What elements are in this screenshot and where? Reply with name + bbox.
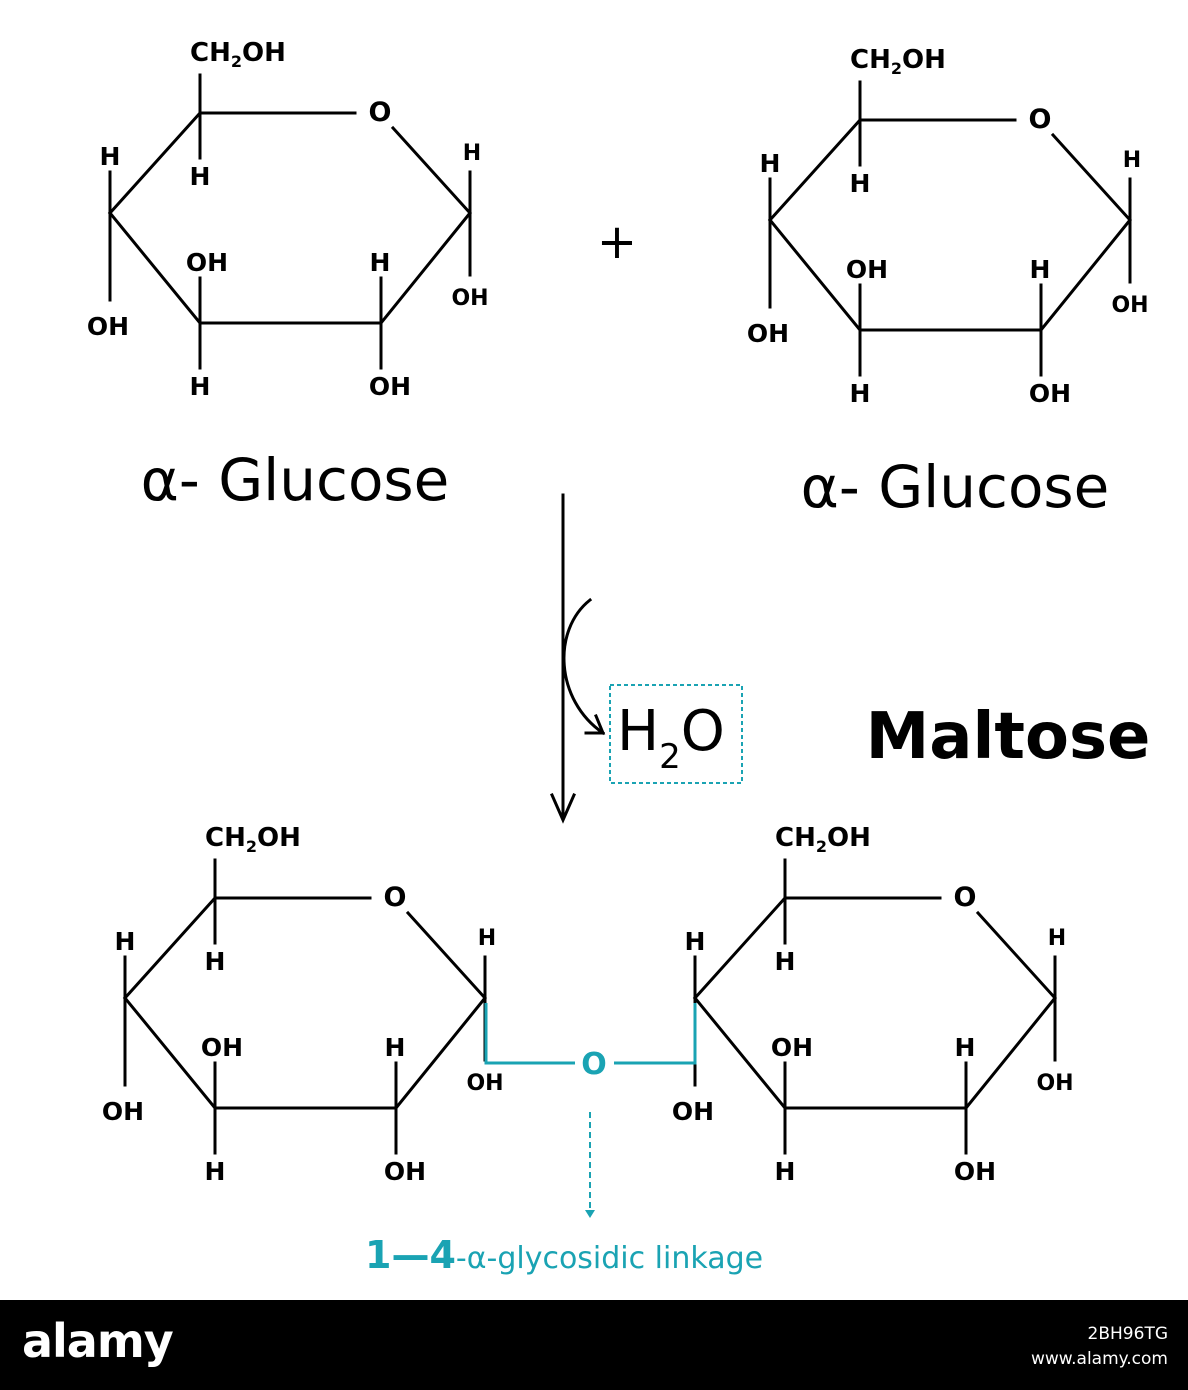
image-url: www.alamy.com (1030, 1349, 1168, 1369)
plus-sign: + (597, 214, 637, 270)
glucose-left-label: α- Glucose (141, 446, 450, 514)
image-id-block: 2BH96TG www.alamy.com (1031, 1322, 1168, 1372)
maltose-structure: O (100, 821, 1076, 1218)
glycosidic-bond-left (484, 1003, 575, 1065)
maltose-left-ring (100, 821, 506, 1188)
maltose-right-ring (670, 821, 1076, 1188)
glucose-right-label: α- Glucose (801, 453, 1110, 521)
glycosidic-bond-right (614, 1003, 697, 1065)
glucose-structure-left (85, 36, 491, 403)
maltose-label: Maltose (866, 700, 1151, 774)
linkage-label: 1—4-α-glycosidic linkage (365, 1233, 763, 1277)
water-formula: H2O (617, 699, 725, 777)
alamy-logo: alamy (22, 1314, 174, 1368)
water-release-arrow (562, 597, 606, 736)
water-molecule-box: H2O (609, 684, 743, 784)
glycosidic-oxygen: O (581, 1047, 607, 1082)
maltose-formation-diagram: CH2OH O H H H OH H OH OH H OH + α- Gluco… (85, 36, 1151, 1277)
glucose-structure-right (745, 43, 1151, 410)
image-id: 2BH96TG (1087, 1324, 1168, 1344)
watermark-footer: alamy 2BH96TG www.alamy.com (0, 1300, 1188, 1390)
